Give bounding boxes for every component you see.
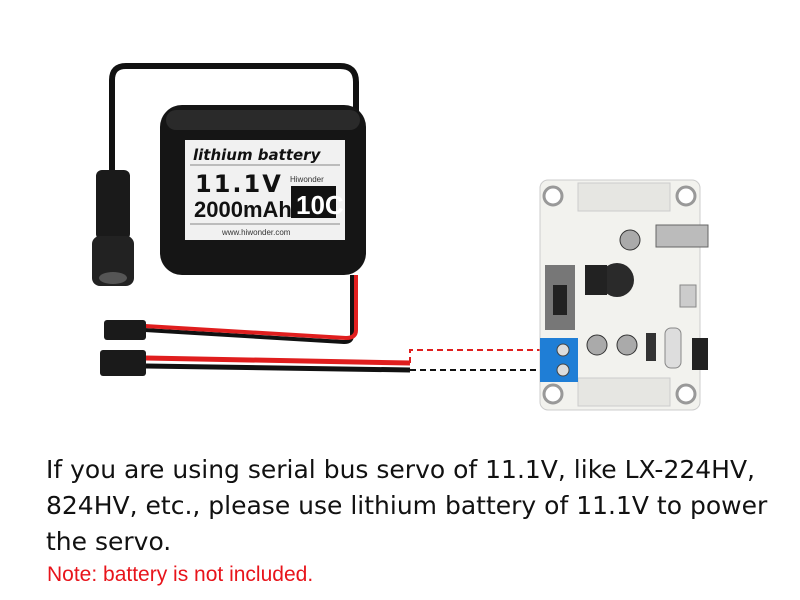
note-text: Note: battery is not included. [47, 563, 314, 586]
caption-text: If you are using serial bus servo of 11.… [46, 455, 768, 556]
red-dashed-line [409, 349, 562, 363]
red-wire [145, 355, 411, 366]
battery-pack: lithium battery 11.1V 2000mAh Hiwonder 1… [160, 105, 366, 275]
battery-voltage: 11.1V [195, 170, 283, 198]
battery-brand: Hiwonder [290, 175, 324, 184]
battery-website: www.hiwonder.com [221, 228, 291, 237]
battery-title: lithium battery [193, 146, 322, 164]
battery-lead-red [144, 275, 358, 341]
dc-wire [109, 63, 359, 175]
black-wire [145, 363, 411, 373]
servo-controller-board [539, 179, 709, 411]
battery-capacity: 2000mAh [194, 197, 292, 222]
power-terminal-block [540, 338, 578, 382]
dc-jack-icon [92, 170, 134, 286]
jst-connector-icon [100, 320, 146, 376]
battery-rating: 10C [296, 190, 344, 220]
